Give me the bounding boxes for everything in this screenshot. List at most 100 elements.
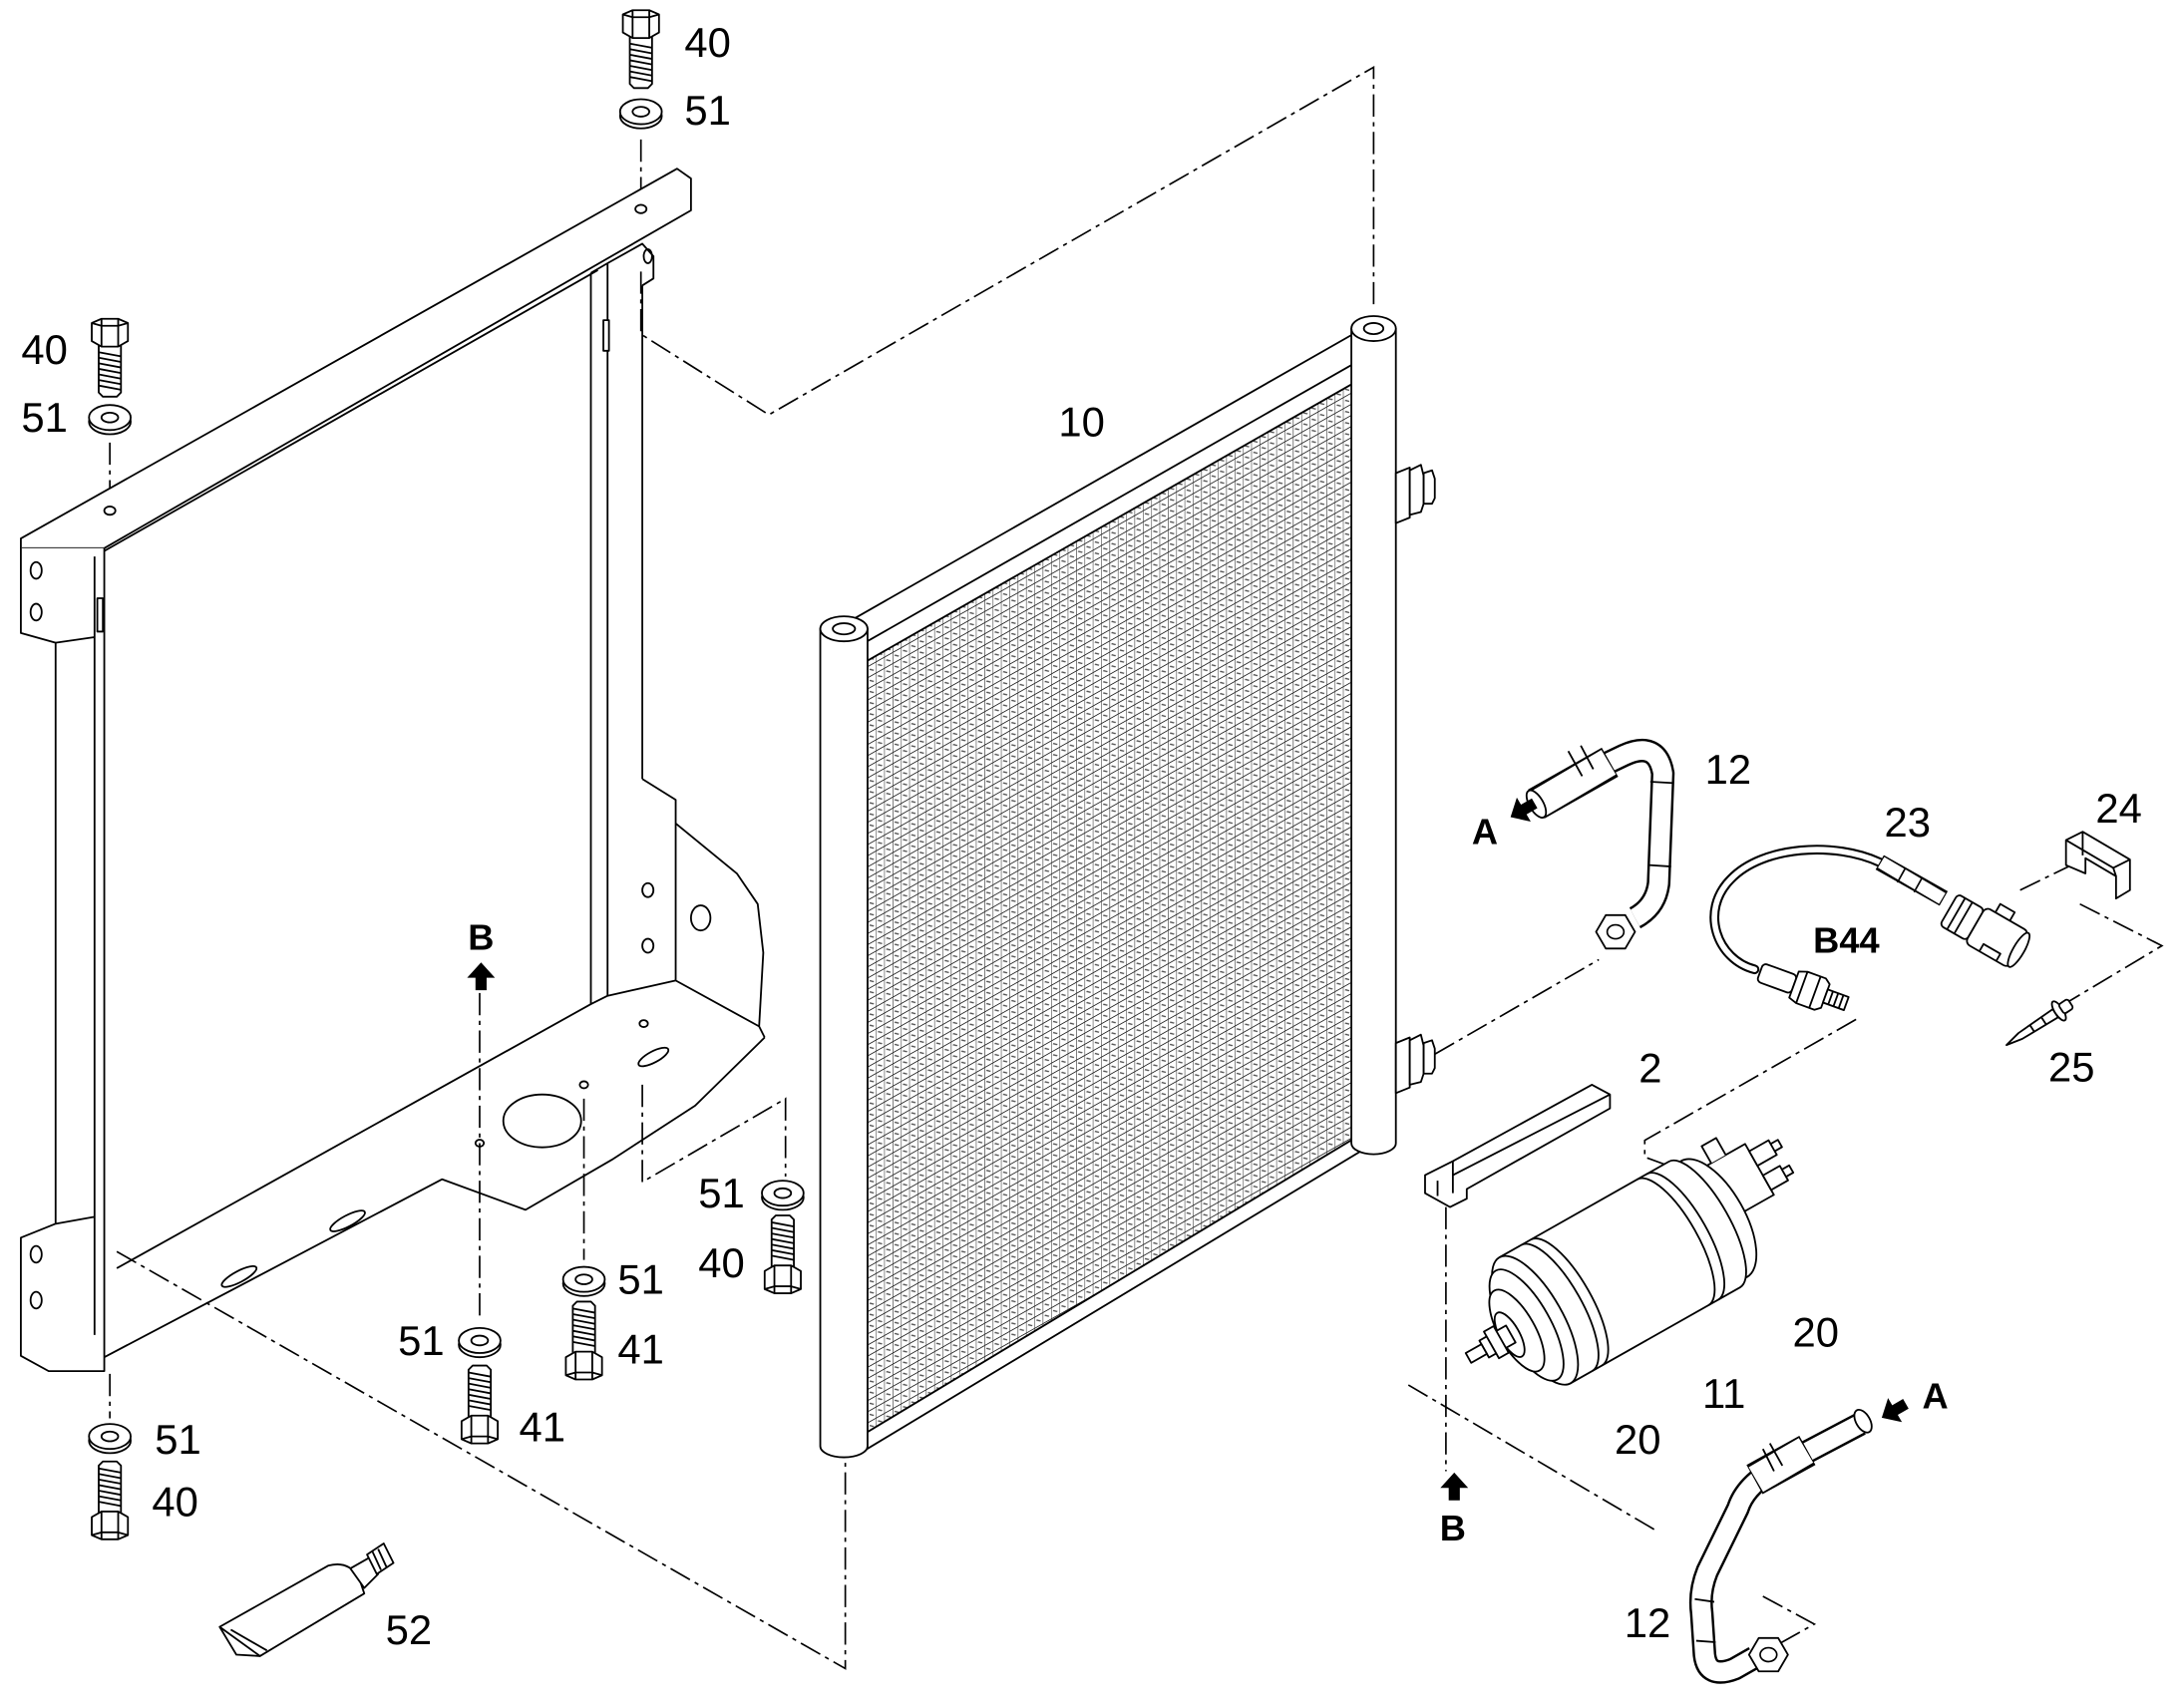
frame-right-member [589, 262, 643, 1005]
callout-lower-pipe: 12 [1625, 1599, 1671, 1646]
callout-left-bolt: 40 [21, 326, 68, 373]
connector-clip [2064, 831, 2131, 900]
top-washer [618, 98, 663, 130]
right-bolt [763, 1214, 802, 1294]
bottom-bolt [91, 1460, 130, 1540]
callout-condenser: 10 [1058, 398, 1105, 445]
condenser-right-tank-bore [1362, 322, 1385, 336]
callout-mid-bolt: 41 [617, 1325, 664, 1372]
top-bolt [621, 9, 660, 90]
frame-slot [96, 597, 105, 633]
frame-right-gusset [641, 778, 766, 1038]
sensor-cable [1709, 845, 1949, 975]
frame-hole [103, 506, 117, 516]
receiver-drier [1464, 1137, 1795, 1386]
frame-hole [29, 1244, 43, 1264]
upper-pipe [1525, 739, 1675, 950]
leader-line [639, 65, 1375, 416]
callout-pin: 25 [2048, 1043, 2095, 1090]
callout-drier-band-left: 20 [1615, 1416, 1661, 1463]
frame-hole [689, 904, 712, 932]
frame-hole [642, 248, 653, 264]
frame-bottom-rail [104, 979, 766, 1358]
callout-right-bolt: 40 [698, 1239, 745, 1286]
callout-pressure-sensor: B44 [1813, 919, 1879, 960]
leader-line [641, 1084, 787, 1184]
frame-slot [220, 1265, 258, 1288]
frame-hole [641, 937, 655, 954]
frame-left-member [20, 547, 106, 1373]
condenser-top-header-edge [864, 350, 1377, 644]
callout-left-washer: 51 [21, 394, 68, 441]
callout-sensor-cable: 23 [1884, 799, 1931, 846]
callout-drier-ref-b: B [1440, 1508, 1466, 1548]
callout-upper-pipe: 12 [1705, 746, 1752, 793]
frame-hole [578, 1080, 589, 1090]
frame-slot [602, 319, 610, 352]
leader-line [2033, 902, 2164, 1023]
callout-drier: 11 [1702, 1370, 1745, 1417]
fastening-pin [2005, 998, 2074, 1046]
callout-top-washer: 51 [684, 87, 731, 134]
condenser-core [864, 365, 1385, 1435]
callout-mid-washer: 51 [617, 1256, 664, 1303]
pressure-sensor [1756, 963, 1850, 1012]
callout-drier-bracket: 2 [1638, 1045, 1661, 1092]
callout-drier-band-right: 20 [1792, 1309, 1839, 1356]
drier-bracket [1424, 1084, 1612, 1208]
callout-low-washer: 51 [398, 1317, 445, 1364]
frame-hole [641, 881, 655, 898]
mid-washer [561, 1265, 606, 1297]
frame-hole [29, 602, 43, 622]
frame-hole-large [502, 1093, 582, 1149]
frame-slot [637, 1046, 670, 1068]
condenser-left-tank [819, 627, 869, 1459]
leader-line [116, 1250, 847, 1670]
callout-tube: 52 [386, 1606, 433, 1653]
callout-low-bolt: 41 [519, 1403, 565, 1450]
callout-top-bolt: 40 [684, 19, 731, 66]
leader-line [1434, 958, 1600, 1055]
condenser-left-tank-bore [832, 622, 857, 636]
frame-slot [329, 1209, 366, 1232]
condenser [819, 315, 1436, 1459]
callout-bottom-bolt: 40 [152, 1479, 198, 1526]
leader-line [2019, 861, 2078, 891]
low-washer [458, 1326, 502, 1359]
leader-line [1762, 1595, 1817, 1645]
drier-band [1520, 1172, 1726, 1372]
leader-line [1643, 1018, 1857, 1184]
frame-hole [638, 1019, 649, 1028]
mid-bolt [564, 1300, 603, 1381]
mounting-frame [20, 168, 766, 1373]
bottom-washer [88, 1423, 132, 1455]
callout-right-washer: 51 [698, 1170, 745, 1216]
frame-hole [634, 203, 648, 214]
leader-line [1407, 1384, 1655, 1531]
callout-labels: 40 51 40 51 10 12 A 23 24 B44 B 2 25 51 … [21, 19, 2142, 1653]
right-washer [761, 1180, 805, 1211]
frame-top-rail-web [94, 242, 655, 557]
condenser-right-tank [1350, 327, 1397, 1156]
frame-left-member-edge [55, 556, 96, 1335]
arrow-b-icon [467, 962, 496, 991]
condenser-upper-fitting [1394, 464, 1436, 524]
callout-bottom-washer: 51 [155, 1416, 201, 1463]
callout-lower-pipe-ref: A [1923, 1376, 1949, 1417]
low-bolt [460, 1364, 500, 1445]
frame-hole [474, 1139, 486, 1148]
arrow-a-icon [1874, 1391, 1914, 1430]
callout-upper-pipe-ref: A [1472, 812, 1498, 853]
leader-lines [109, 65, 2164, 1670]
left-washer [88, 404, 132, 436]
condenser-lower-fitting [1394, 1033, 1436, 1095]
lower-pipe [1688, 1408, 1873, 1684]
frame-hole [29, 560, 43, 580]
callout-connector-clip: 24 [2095, 785, 2142, 832]
sensor-connector [1940, 894, 2031, 968]
left-bolt [91, 317, 130, 398]
callout-frame-ref-b: B [468, 917, 494, 958]
arrow-b-icon [1440, 1472, 1469, 1501]
frame-hole [29, 1290, 43, 1310]
